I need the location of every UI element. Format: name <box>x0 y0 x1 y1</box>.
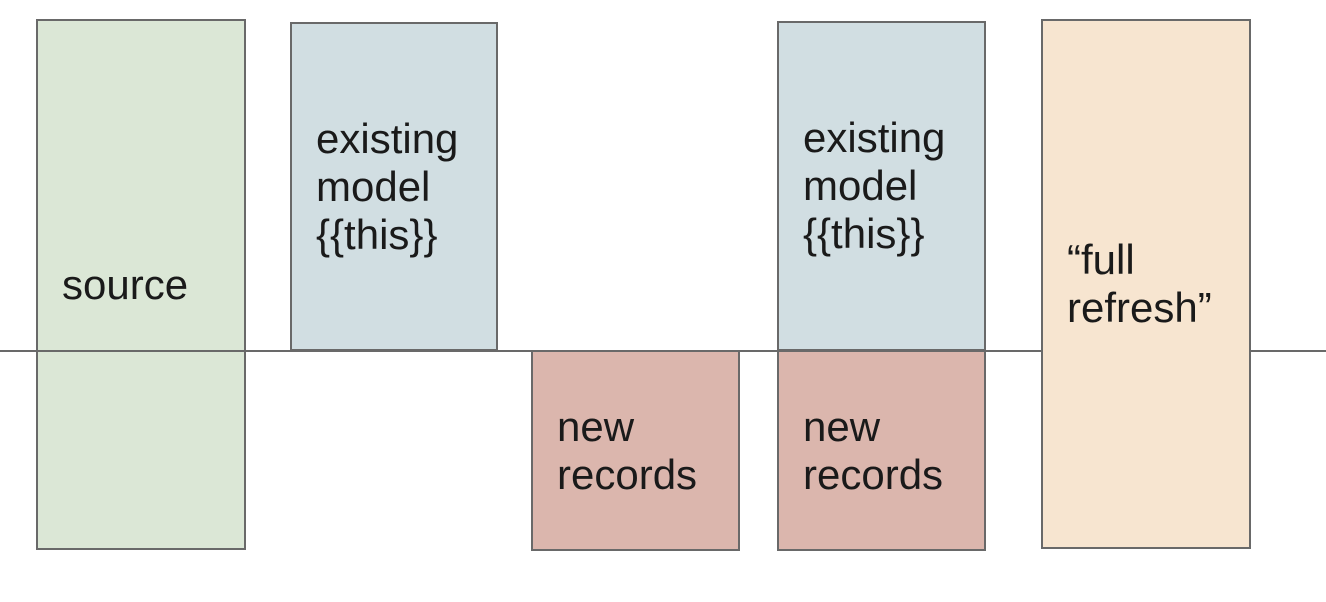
existing-model-right-box: existing model {{this}} <box>777 21 986 351</box>
full-refresh-box: “full refresh” <box>1041 19 1251 549</box>
existing-model-right-label: existing model {{this}} <box>803 114 946 257</box>
full-refresh-label: “full refresh” <box>1067 236 1212 331</box>
source-box: source <box>36 19 246 550</box>
new-records-right-box: new records <box>777 350 986 551</box>
existing-model-left-box: existing model {{this}} <box>290 22 498 351</box>
existing-model-left-label: existing model {{this}} <box>316 114 459 258</box>
source-box-label: source <box>62 260 189 308</box>
new-records-left-box: new records <box>531 350 740 551</box>
new-records-left-label: new records <box>557 402 698 498</box>
new-records-right-label: new records <box>803 402 944 498</box>
